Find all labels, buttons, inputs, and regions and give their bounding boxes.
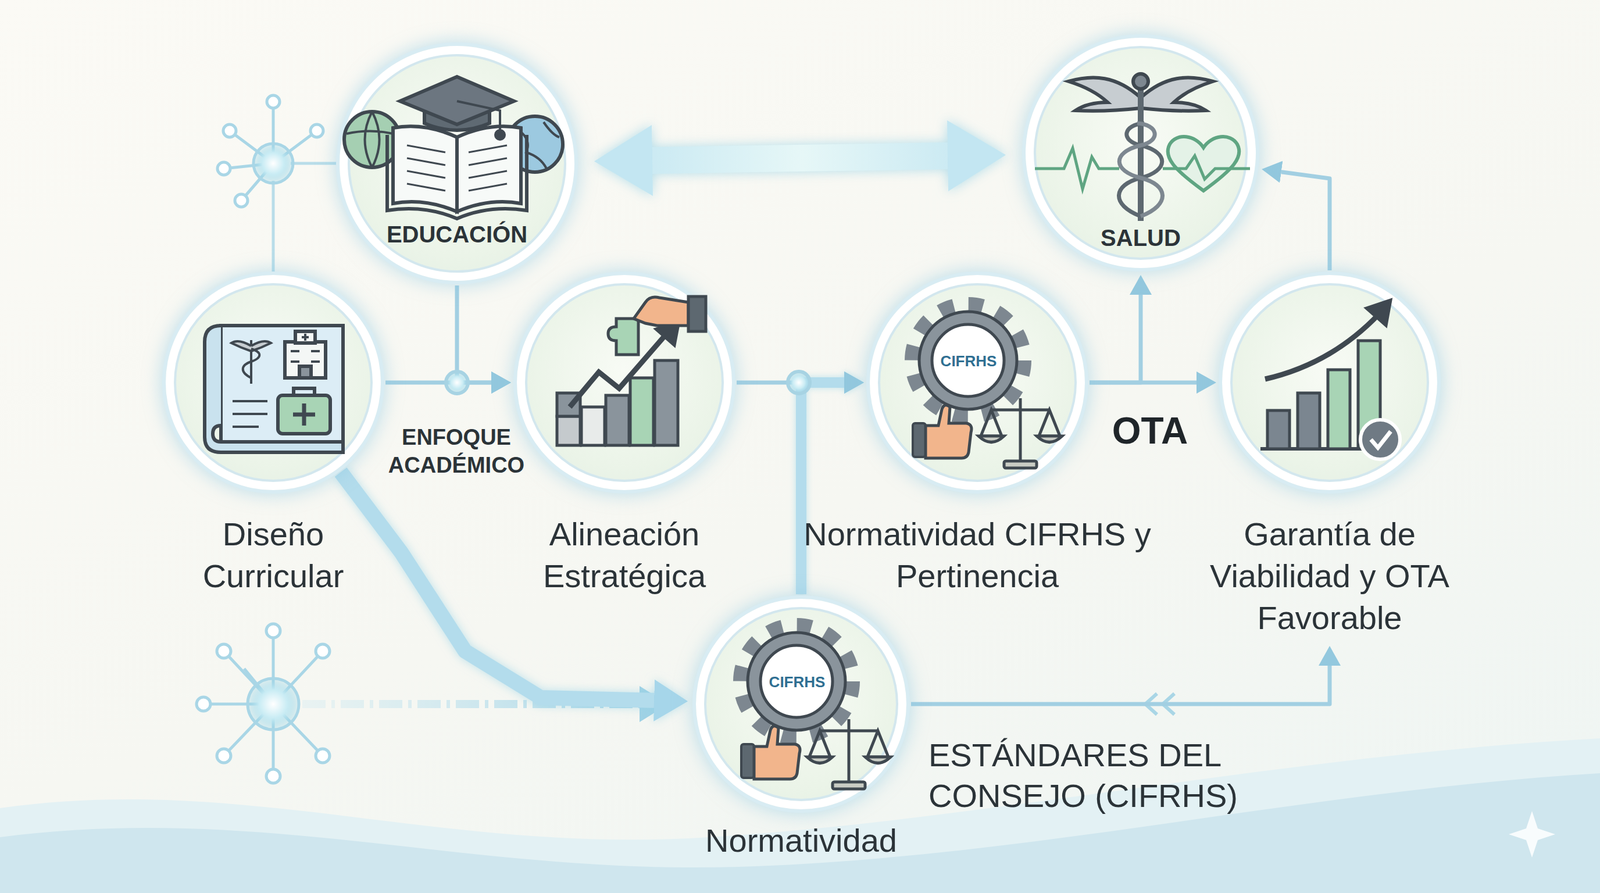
node-label: Normatividad CIFRHS y Pertinencia <box>791 513 1164 598</box>
text-label: OTA <box>1097 409 1203 453</box>
flow-arrow <box>801 382 845 595</box>
flow-arrow <box>456 285 492 383</box>
flow-arrow <box>1281 172 1330 271</box>
node-label: Diseño Curricular <box>174 513 373 598</box>
circle-node: SALUD <box>1025 37 1256 269</box>
flow-arrow <box>911 665 1330 705</box>
node-label: EDUCACIÓN <box>339 221 575 248</box>
node-label: SALUD <box>1025 225 1256 251</box>
flow-arrow <box>652 155 948 161</box>
node-label: Normatividad <box>667 819 935 862</box>
text-label: CIFRHS <box>759 673 835 691</box>
sparkle <box>1508 811 1556 858</box>
text-label: CIFRHS <box>930 352 1007 370</box>
flow-arrow <box>1089 294 1141 383</box>
circle-node: Normatividad <box>695 598 907 810</box>
circle-node: EDUCACIÓN <box>339 45 575 281</box>
text-label: ESTÁNDARES DEL CONSEJO (CIFRHS) <box>928 734 1289 817</box>
circle-node: Garantía de Viabilidad y OTA Favorable <box>1222 275 1438 491</box>
node-label: Alineación Estratégica <box>508 513 741 598</box>
network-icon-top <box>217 95 324 207</box>
node-label: Garantía de Viabilidad y OTA Favorable <box>1184 513 1475 639</box>
circle-node: Normatividad CIFRHS y Pertinencia <box>869 275 1085 491</box>
circle-node: Alineación Estratégica <box>516 275 732 491</box>
text-label: ENFOQUE ACADÉMICO <box>372 423 541 480</box>
circle-node: Diseño Curricular <box>165 275 381 491</box>
